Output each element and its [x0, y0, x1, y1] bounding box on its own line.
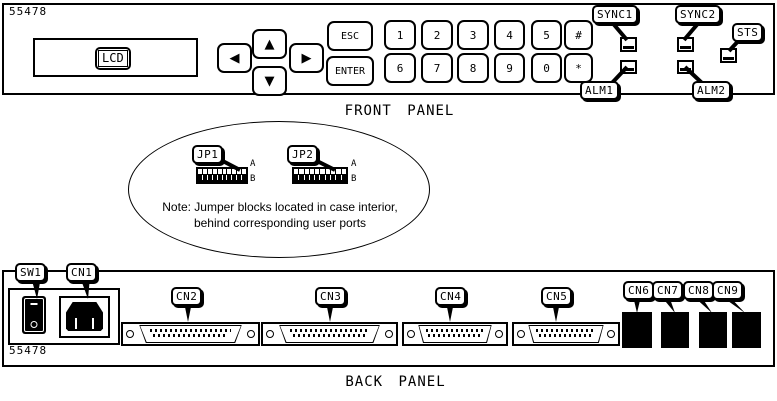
esc-key: ESC — [327, 21, 373, 51]
cn2-label: CN2 — [171, 287, 203, 306]
arrow-left-key: ◀ — [217, 43, 252, 73]
cn5-pin-field — [528, 325, 604, 343]
key-4: 4 — [494, 20, 525, 50]
cn2-pin-field — [139, 325, 242, 343]
down-arrow-icon: ▼ — [264, 73, 275, 89]
jumper-note-line1: Note: Jumper blocks located in case inte… — [162, 200, 398, 214]
cn6-jack — [622, 312, 652, 348]
key-3: 3 — [457, 20, 489, 50]
cn4-label: CN4 — [435, 287, 467, 306]
jp1-row-b — [198, 175, 247, 180]
cn3-screw-right — [385, 330, 393, 338]
arrow-up-key: ▲ — [252, 29, 287, 59]
up-arrow-icon: ▲ — [264, 36, 275, 52]
lcd-display: LCD — [33, 38, 198, 77]
power-switch — [22, 296, 46, 334]
cn5-screw-right — [607, 330, 615, 338]
inlet-slot-left — [75, 318, 77, 329]
cn3-connector — [261, 322, 398, 346]
alm1-led — [620, 60, 637, 74]
lcd-label: LCD — [98, 50, 128, 67]
cn1-label: CN1 — [66, 263, 98, 282]
inlet-slot-right — [92, 318, 94, 329]
alm1-label: ALM1 — [580, 81, 619, 100]
sts-led — [720, 48, 737, 63]
key-2: 2 — [421, 20, 453, 50]
lcd-badge: LCD — [95, 47, 131, 70]
key-8: 8 — [457, 53, 489, 83]
key-star: * — [564, 53, 593, 83]
jp2-label: JP2 — [287, 145, 319, 164]
cn9-label: CN9 — [712, 281, 744, 300]
power-off-symbol — [30, 321, 38, 328]
cn7-label: CN7 — [652, 281, 684, 300]
jp1-row-a — [198, 169, 247, 174]
jp1-jumper-block — [196, 167, 248, 184]
cn2-connector — [121, 322, 260, 346]
jp2-row-b-label: B — [351, 174, 357, 184]
cn3-label: CN3 — [315, 287, 347, 306]
cn6-label: CN6 — [623, 281, 655, 300]
sw1-label: SW1 — [15, 263, 47, 282]
key-hash: # — [564, 20, 593, 50]
key-0: 0 — [531, 53, 562, 83]
key-5: 5 — [531, 20, 562, 50]
cn3-pin-field — [279, 325, 380, 343]
cn7-jack — [661, 312, 689, 348]
cn5-label: CN5 — [541, 287, 573, 306]
key-1: 1 — [384, 20, 416, 50]
back-panel-caption: BACK PANEL — [345, 374, 446, 390]
power-inlet-body — [66, 302, 103, 331]
power-inlet — [59, 296, 110, 338]
jp2-row-a — [294, 169, 346, 174]
power-on-symbol — [30, 303, 38, 305]
key-9: 9 — [494, 53, 525, 83]
cn5-connector — [512, 322, 620, 346]
sync2-led — [677, 37, 694, 52]
cn4-screw-left — [407, 330, 415, 338]
enter-key: ENTER — [326, 56, 374, 86]
front-panel-caption: FRONT PANEL — [344, 103, 455, 119]
sts-label: STS — [732, 23, 764, 42]
cn2-screw-right — [247, 330, 255, 338]
cn2-screw-left — [126, 330, 134, 338]
cn9-jack — [732, 312, 761, 348]
cn5-screw-left — [517, 330, 525, 338]
jp2-row-a-label: A — [351, 159, 357, 169]
right-arrow-icon: ▶ — [301, 50, 312, 66]
key-7: 7 — [421, 53, 453, 83]
jp1-label: JP1 — [192, 145, 224, 164]
jp2-jumper-block — [292, 167, 348, 184]
front-part-number: 55478 — [9, 5, 48, 18]
jumper-note-line2: behind corresponding user ports — [193, 216, 367, 230]
sync2-label: SYNC2 — [675, 5, 721, 24]
cn4-connector — [402, 322, 508, 346]
key-6: 6 — [384, 53, 416, 83]
jp1-row-b-label: B — [250, 174, 256, 184]
sync1-label: SYNC1 — [592, 5, 638, 24]
sync1-led — [620, 37, 637, 52]
alm2-label: ALM2 — [692, 81, 731, 100]
jumper-callout-ellipse — [128, 121, 430, 258]
cn4-pin-field — [418, 325, 492, 343]
arrow-right-key: ▶ — [289, 43, 324, 73]
cn4-screw-right — [495, 330, 503, 338]
left-arrow-icon: ◀ — [229, 50, 240, 66]
jp1-row-a-label: A — [250, 159, 256, 169]
alm2-led — [677, 60, 694, 74]
back-part-number: 55478 — [9, 344, 48, 357]
jp2-row-b — [294, 175, 346, 180]
arrow-down-key: ▼ — [252, 66, 287, 96]
cn3-screw-left — [266, 330, 274, 338]
cn8-label: CN8 — [683, 281, 715, 300]
cn8-jack — [699, 312, 727, 348]
